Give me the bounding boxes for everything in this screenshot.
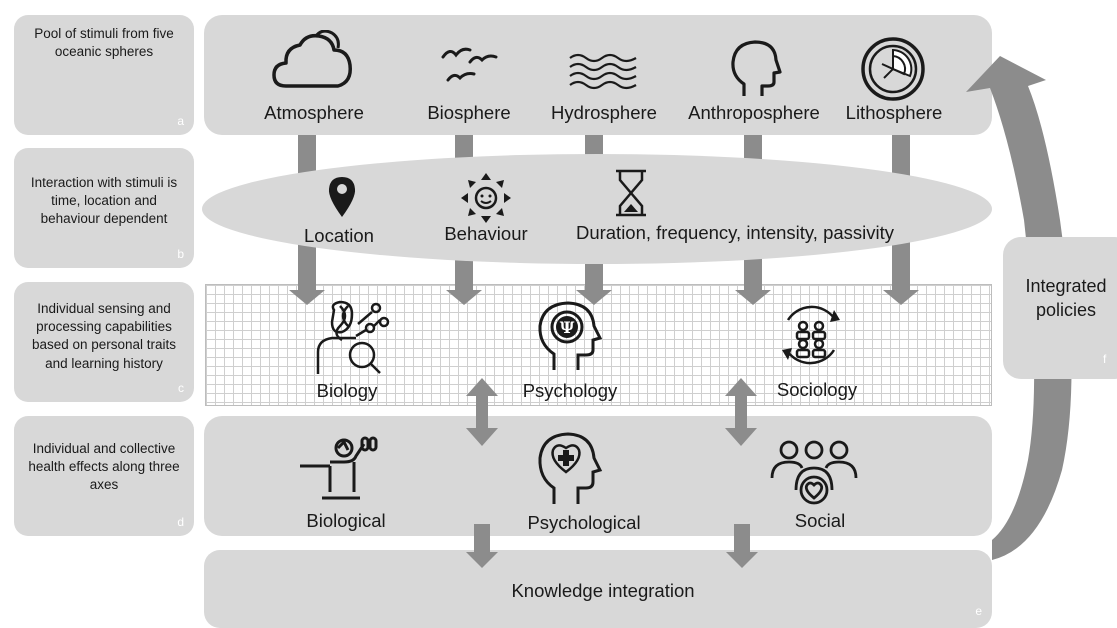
dna-person-icon — [316, 300, 390, 374]
person-exercise-icon — [300, 436, 378, 500]
psi-head-icon: Ψ — [538, 301, 603, 370]
effect-label-social: Social — [794, 510, 846, 531]
label-b-text: Interaction with stimuli is time, locati… — [30, 175, 178, 227]
double-arrow-left — [466, 378, 498, 446]
smiley-arrows-icon — [461, 173, 511, 223]
interaction-label-location: Location — [304, 225, 374, 246]
effect-label-biological: Biological — [306, 510, 386, 531]
label-a-letter: a — [177, 113, 184, 128]
interaction-ellipse — [202, 154, 992, 264]
label-d: Individual and collective health effects… — [14, 416, 194, 536]
location-pin-icon — [328, 177, 356, 217]
hourglass-icon — [616, 169, 646, 217]
capability-label-biology: Biology — [316, 380, 378, 401]
label-a-text: Pool of stimuli from five oceanic sphere… — [34, 26, 174, 60]
label-b: Interaction with stimuli is time, locati… — [14, 148, 194, 268]
label-d-letter: d — [177, 514, 184, 529]
effects-box — [204, 416, 992, 536]
label-c: Individual sensing and processing capabi… — [14, 282, 194, 402]
people-cycle-icon — [782, 305, 840, 365]
effect-label-psychological: Psychological — [527, 512, 641, 533]
capability-label-sociology: Sociology — [776, 379, 858, 400]
integrated-policies-box — [1003, 237, 1117, 379]
sphere-label-anthroposphere: Anthroposphere — [688, 102, 820, 123]
human-head-icon — [731, 40, 782, 96]
sphere-label-atmosphere: Atmosphere — [264, 102, 364, 123]
arrow-to-integration-right — [726, 524, 758, 568]
label-d-text: Individual and collective health effects… — [28, 441, 180, 493]
svg-text:Ψ: Ψ — [560, 318, 575, 337]
sphere-label-lithosphere: Lithosphere — [845, 102, 943, 123]
capabilities-grid — [205, 284, 992, 406]
sphere-label-hydrosphere: Hydrosphere — [551, 102, 657, 123]
earth-layers-icon — [861, 37, 925, 101]
label-b-letter: b — [177, 246, 184, 261]
double-arrow-right — [725, 378, 757, 446]
birds-icon — [441, 47, 498, 82]
label-f-letter: f — [1103, 352, 1107, 366]
cloud-icon — [272, 30, 352, 88]
label-a: Pool of stimuli from five oceanic sphere… — [14, 15, 194, 135]
interaction-label-duration: Duration, frequency, intensity, passivit… — [575, 222, 895, 243]
integrated-policies-label: Integrated policies — [1025, 276, 1107, 321]
label-c-letter: c — [178, 380, 184, 395]
label-c-text: Individual sensing and processing capabi… — [31, 301, 177, 371]
arrow-to-integration-left — [466, 524, 498, 568]
integration-box: e — [204, 550, 992, 628]
capability-label-psychology: Psychology — [522, 380, 618, 401]
interaction-label-behaviour: Behaviour — [444, 223, 528, 244]
label-e-letter: e — [975, 604, 982, 618]
waves-icon — [569, 53, 637, 90]
integration-label: Knowledge integration — [511, 580, 695, 601]
sphere-label-biosphere: Biosphere — [427, 102, 511, 123]
group-heart-icon — [770, 440, 858, 505]
heart-head-icon — [538, 432, 603, 504]
